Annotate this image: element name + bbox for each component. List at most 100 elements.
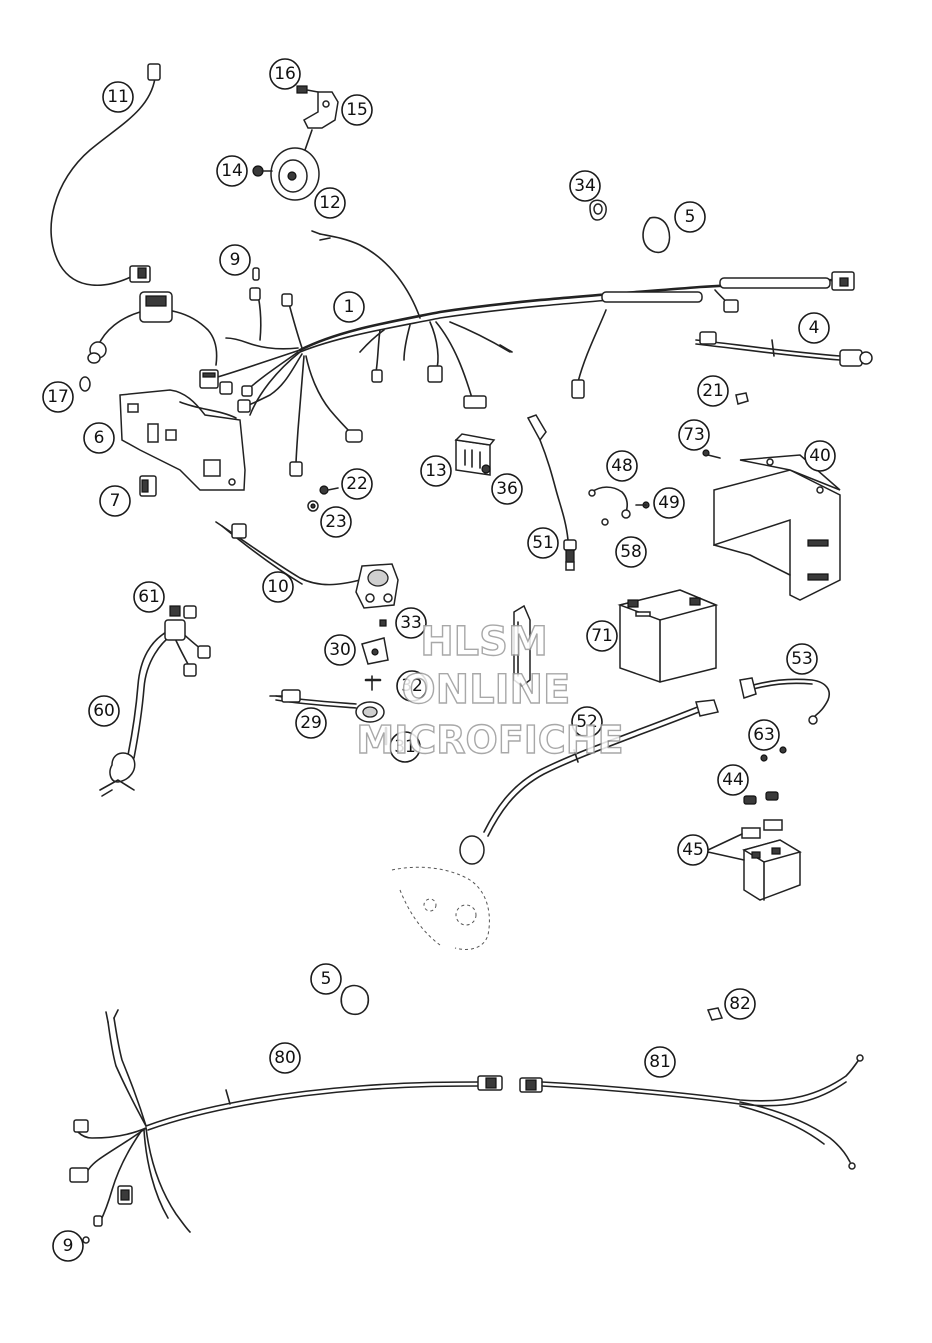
svg-text:51: 51 <box>532 533 554 553</box>
callout-21: 21 <box>697 375 729 407</box>
callout-10: 10 <box>262 571 294 603</box>
svg-text:4: 4 <box>809 318 820 338</box>
svg-text:73: 73 <box>683 425 705 445</box>
part-48-ground-cable <box>588 486 631 519</box>
svg-text:5: 5 <box>685 207 696 227</box>
callout-80: 80 <box>269 1042 301 1074</box>
svg-text:10: 10 <box>267 577 289 597</box>
svg-text:48: 48 <box>611 456 633 476</box>
part-82-grommet <box>706 1007 724 1021</box>
svg-text:31: 31 <box>394 737 416 757</box>
callout-16: 16 <box>269 58 301 90</box>
part-17-bulb <box>79 376 91 392</box>
part-29-cable <box>269 689 385 723</box>
part-5-cable-tie-top <box>642 216 671 254</box>
part-60-coil-cable <box>99 619 211 797</box>
svg-text:15: 15 <box>346 100 368 120</box>
svg-text:11: 11 <box>107 87 129 107</box>
svg-text:23: 23 <box>325 512 347 532</box>
part-4-cable <box>695 331 873 367</box>
svg-text:49: 49 <box>658 493 680 513</box>
callout-71: 71 <box>586 620 618 652</box>
part-13-regulator <box>454 433 496 476</box>
callout-9-top: 9 <box>219 244 251 276</box>
callout-6: 6 <box>83 422 115 454</box>
part-36-screw <box>481 464 491 474</box>
callout-73: 73 <box>678 419 710 451</box>
part-7-relay <box>139 475 157 497</box>
svg-text:5: 5 <box>321 969 332 989</box>
callout-7: 7 <box>99 485 131 517</box>
part-1-main-harness <box>199 230 855 477</box>
callout-5-lower: 5 <box>310 963 342 995</box>
starter-motor-outline <box>391 866 490 950</box>
svg-text:52: 52 <box>576 712 598 732</box>
callout-4: 4 <box>798 312 830 344</box>
svg-text:34: 34 <box>574 176 596 196</box>
part-30-plate <box>361 637 389 665</box>
part-71-battery <box>617 589 719 683</box>
part-12-horn <box>270 129 320 201</box>
callout-23: 23 <box>320 506 352 538</box>
svg-text:13: 13 <box>425 461 447 481</box>
callout-82: 82 <box>724 988 756 1020</box>
callout-49: 49 <box>653 487 685 519</box>
callout-40: 40 <box>804 440 836 472</box>
part-21-clip <box>735 392 749 405</box>
svg-text:9: 9 <box>230 250 241 270</box>
part-10-start-switch <box>215 521 399 609</box>
callout-30: 30 <box>324 634 356 666</box>
svg-text:1: 1 <box>344 297 355 317</box>
watermark-line-2: ONLINE <box>402 667 571 713</box>
svg-text:80: 80 <box>274 1048 296 1068</box>
callout-17: 17 <box>42 381 74 413</box>
svg-text:17: 17 <box>47 387 69 407</box>
callout-14: 14 <box>216 155 248 187</box>
callout-15: 15 <box>341 94 373 126</box>
callout-53: 53 <box>786 643 818 675</box>
svg-text:60: 60 <box>93 701 115 721</box>
callout-9-bottom: 9 <box>52 1230 84 1262</box>
svg-text:40: 40 <box>809 446 831 466</box>
callout-36: 36 <box>491 473 523 505</box>
part-6-mounting-plate <box>119 389 246 491</box>
part-32-screw <box>364 675 382 691</box>
svg-text:12: 12 <box>319 193 341 213</box>
callout-51: 51 <box>527 527 559 559</box>
watermark: HLSM ONLINE MICROFICHE <box>356 618 625 762</box>
part-44-rubber-pads <box>743 791 779 805</box>
callout-31: 31 <box>389 731 421 763</box>
callout-32: 32 <box>396 670 428 702</box>
part-49-screw <box>635 501 650 509</box>
svg-text:36: 36 <box>496 479 518 499</box>
part-34-grommet <box>589 199 607 221</box>
callout-13: 13 <box>420 455 452 487</box>
svg-text:32: 32 <box>401 676 423 696</box>
callout-33: 33 <box>395 607 427 639</box>
svg-text:44: 44 <box>722 770 744 790</box>
part-61-connector <box>169 605 197 619</box>
part-33-nut <box>379 619 387 627</box>
part-23-washer <box>307 500 319 512</box>
callout-1: 1 <box>333 291 365 323</box>
callout-44: 44 <box>717 764 749 796</box>
callout-45: 45 <box>677 834 709 866</box>
part-11-sensor-cable <box>50 63 161 286</box>
svg-text:53: 53 <box>791 649 813 669</box>
callout-63: 63 <box>748 719 780 751</box>
svg-text:30: 30 <box>329 640 351 660</box>
svg-text:29: 29 <box>300 713 322 733</box>
svg-text:63: 63 <box>753 725 775 745</box>
svg-text:71: 71 <box>591 626 613 646</box>
svg-text:22: 22 <box>346 474 368 494</box>
svg-text:7: 7 <box>110 491 121 511</box>
svg-text:14: 14 <box>221 161 243 181</box>
part-45-starter-relay <box>707 819 802 901</box>
callout-22: 22 <box>341 468 373 500</box>
part-15-horn-bracket <box>296 85 339 129</box>
part-9-bulb-top <box>252 267 260 281</box>
part-73-screw <box>702 449 721 459</box>
svg-text:21: 21 <box>702 381 724 401</box>
svg-text:33: 33 <box>400 613 422 633</box>
